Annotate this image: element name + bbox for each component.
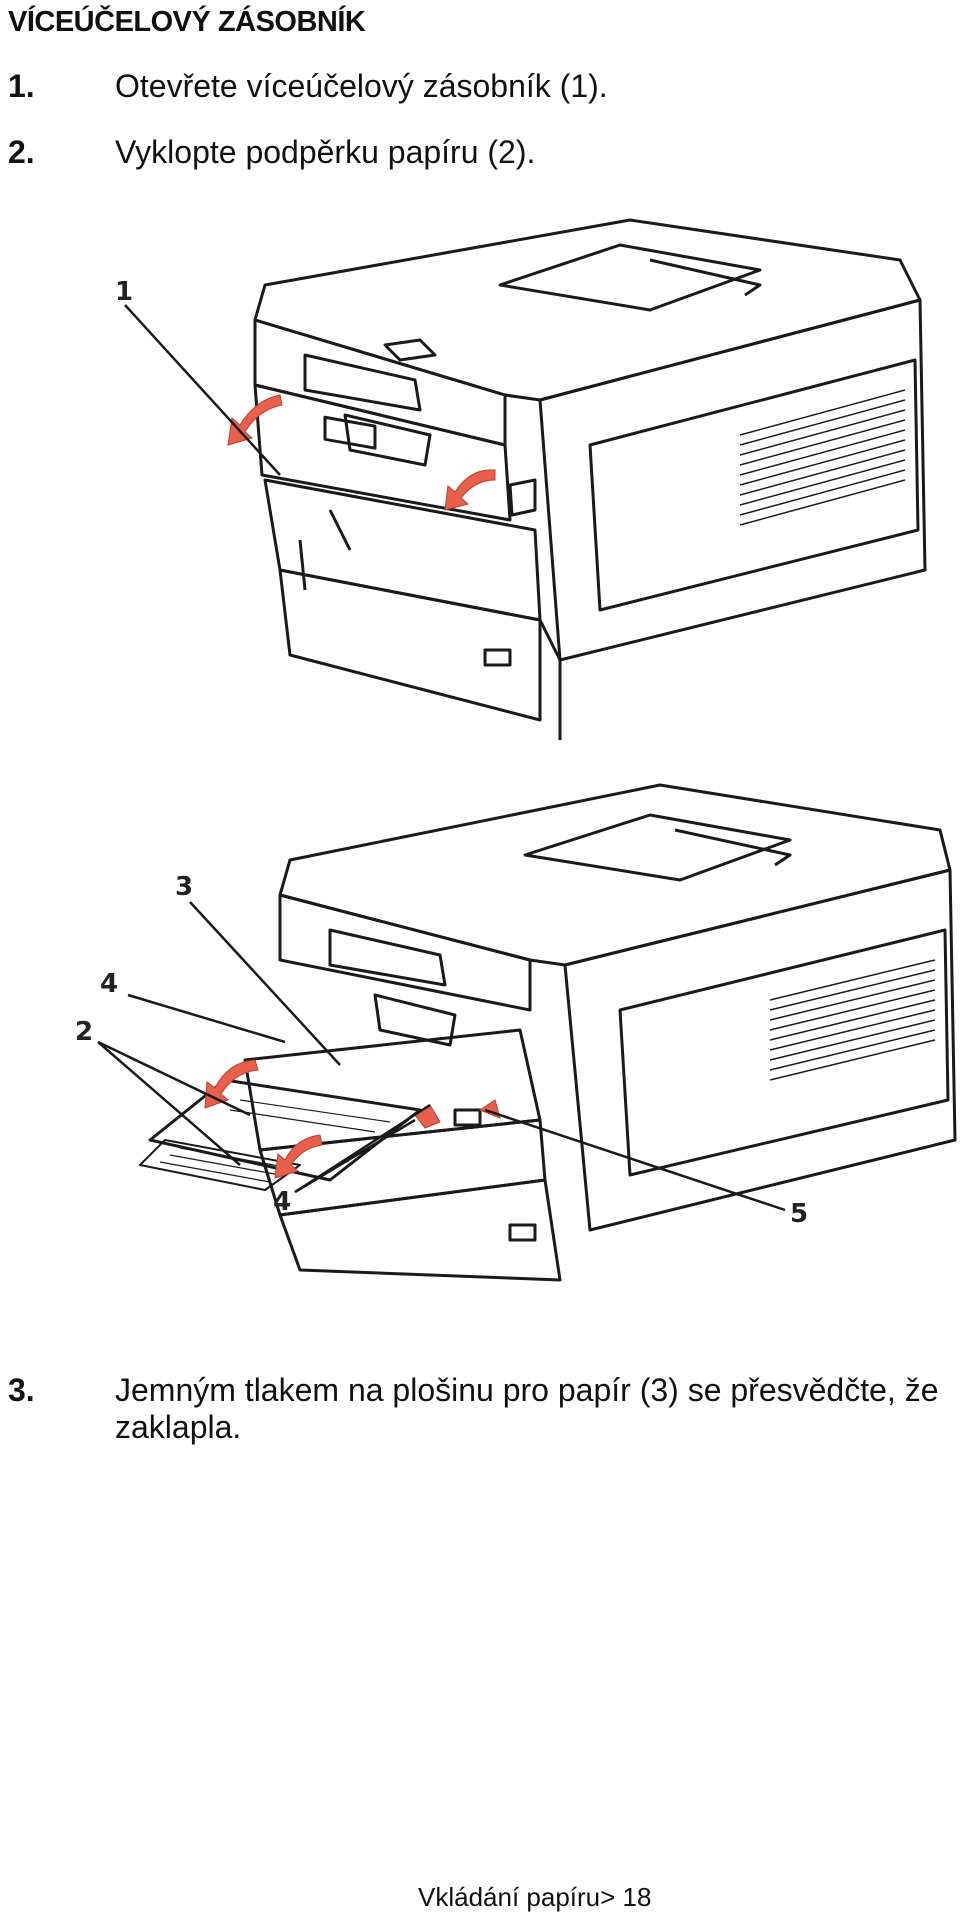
callout-label: 4 — [100, 969, 118, 999]
step-text: Jemným tlakem na plošinu pro papír (3) s… — [115, 1372, 939, 1445]
section-heading: VÍCEÚČELOVÝ ZÁSOBNÍK — [8, 6, 366, 38]
page-footer: Vkládání papíru> 18 — [418, 1882, 652, 1912]
printer-illustration-2: 3 4 2 4 5 — [75, 783, 957, 1282]
callout-label: 4 — [273, 1187, 291, 1217]
printer-illustration-1: 1 — [115, 218, 927, 740]
step-number: 3. — [8, 1372, 35, 1408]
callout-label: 1 — [115, 277, 133, 307]
callout-label: 2 — [75, 1017, 93, 1047]
step-text: Otevřete víceúčelový zásobník (1). — [115, 68, 608, 104]
step-text: Vyklopte podpěrku papíru (2). — [115, 134, 536, 170]
callout-label: 5 — [790, 1199, 808, 1229]
callout-label: 3 — [175, 872, 193, 902]
step-number: 1. — [8, 68, 35, 104]
step-number: 2. — [8, 134, 35, 170]
